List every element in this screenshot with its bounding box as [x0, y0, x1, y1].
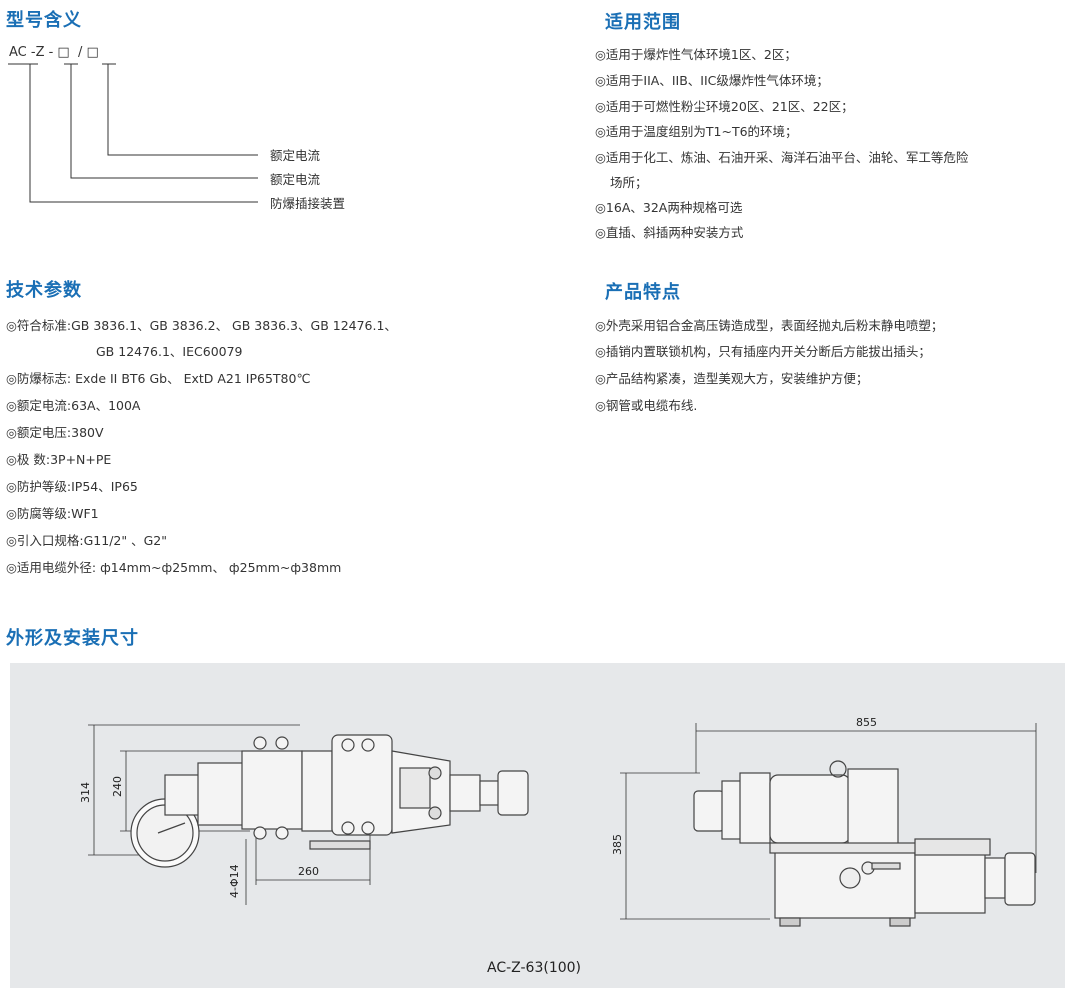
dimension-drawing-panel: 314 240 260 4-Φ14: [10, 663, 1065, 988]
tech-item: ◎防腐等级:WF1: [6, 506, 99, 521]
tech-item: ◎符合标准:GB 3836.1、GB 3836.2、 GB 3836.3、GB …: [6, 318, 397, 333]
dim-240: 240: [111, 776, 124, 797]
leader-3: [29, 64, 258, 203]
leader-2: [70, 64, 258, 179]
tech-item: ◎适用电缆外径: ф14mm~ф25mm、 ф25mm~ф38mm: [6, 560, 342, 575]
scope-item: ◎适用于爆炸性气体环境1区、2区；: [595, 47, 797, 62]
tech-item: ◎额定电压:380V: [6, 425, 104, 440]
dim-hole: 4-Φ14: [228, 864, 241, 898]
tech-item: GB 12476.1、IEC60079: [96, 344, 243, 359]
side-view-drawing: [620, 723, 1037, 927]
dimensions-title: 外形及安装尺寸: [6, 628, 139, 649]
tech-item: ◎防爆标志: Exde II BT6 Gb、 ExtD A21 IP65T80℃: [6, 371, 311, 386]
scope-item: ◎适用于温度组别为T1~T6的环境；: [595, 124, 798, 139]
feature-item: ◎外壳采用铝合金高压铸造成型，表面经抛丸后粉末静电喷塑；: [595, 318, 944, 333]
model-caption: AC-Z-63(100): [486, 960, 581, 976]
scope-item: ◎适用于可燃性粉尘环境20区、21区、22区；: [595, 99, 854, 114]
model-label-3: 防爆插接装置: [270, 196, 345, 211]
leader-1: [107, 64, 258, 156]
model-code-diagram: 额定电流 额定电流 防爆插接装置: [8, 63, 345, 211]
model-label-1: 额定电流: [270, 148, 321, 163]
feature-item: ◎钢管或电缆布线.: [595, 398, 698, 413]
tech-title: 技术参数: [6, 280, 82, 301]
feature-item: ◎插销内置联锁机构，只有插座内开关分断后方能拔出插头；: [595, 344, 931, 359]
model-title: 型号含义: [6, 10, 82, 31]
dimension-drawing: 314 240 260 4-Φ14: [79, 716, 1037, 927]
features-title: 产品特点: [605, 282, 681, 303]
dim-385: 385: [611, 834, 624, 855]
scope-item: ◎16A、32A两种规格可选: [595, 200, 743, 215]
scope-item: ◎直插、斜插两种安装方式: [595, 225, 744, 240]
model-label-2: 额定电流: [270, 172, 321, 187]
model-code: AC -Z - □ / □: [9, 45, 99, 60]
dim-314: 314: [79, 782, 92, 803]
tech-item: ◎引入口规格:G11/2" 、G2": [6, 533, 167, 548]
dim-855: 855: [856, 716, 877, 729]
scope-item: ◎适用于化工、炼油、石油开采、海洋石油平台、油轮、军工等危险: [595, 150, 969, 165]
tech-item: ◎防护等级:IP54、IP65: [6, 479, 138, 494]
feature-item: ◎产品结构紧凑，造型美观大方，安装维护方便；: [595, 371, 869, 386]
tech-item: ◎极 数:3P+N+PE: [6, 452, 112, 467]
top-view-drawing: [88, 724, 529, 905]
scope-title: 适用范围: [605, 12, 681, 33]
dim-260: 260: [298, 865, 319, 878]
scope-item: 场所；: [610, 175, 648, 190]
tech-item: ◎额定电流:63A、100A: [6, 398, 141, 413]
scope-item: ◎适用于IIA、IIB、IIC级爆炸性气体环境；: [595, 73, 829, 88]
